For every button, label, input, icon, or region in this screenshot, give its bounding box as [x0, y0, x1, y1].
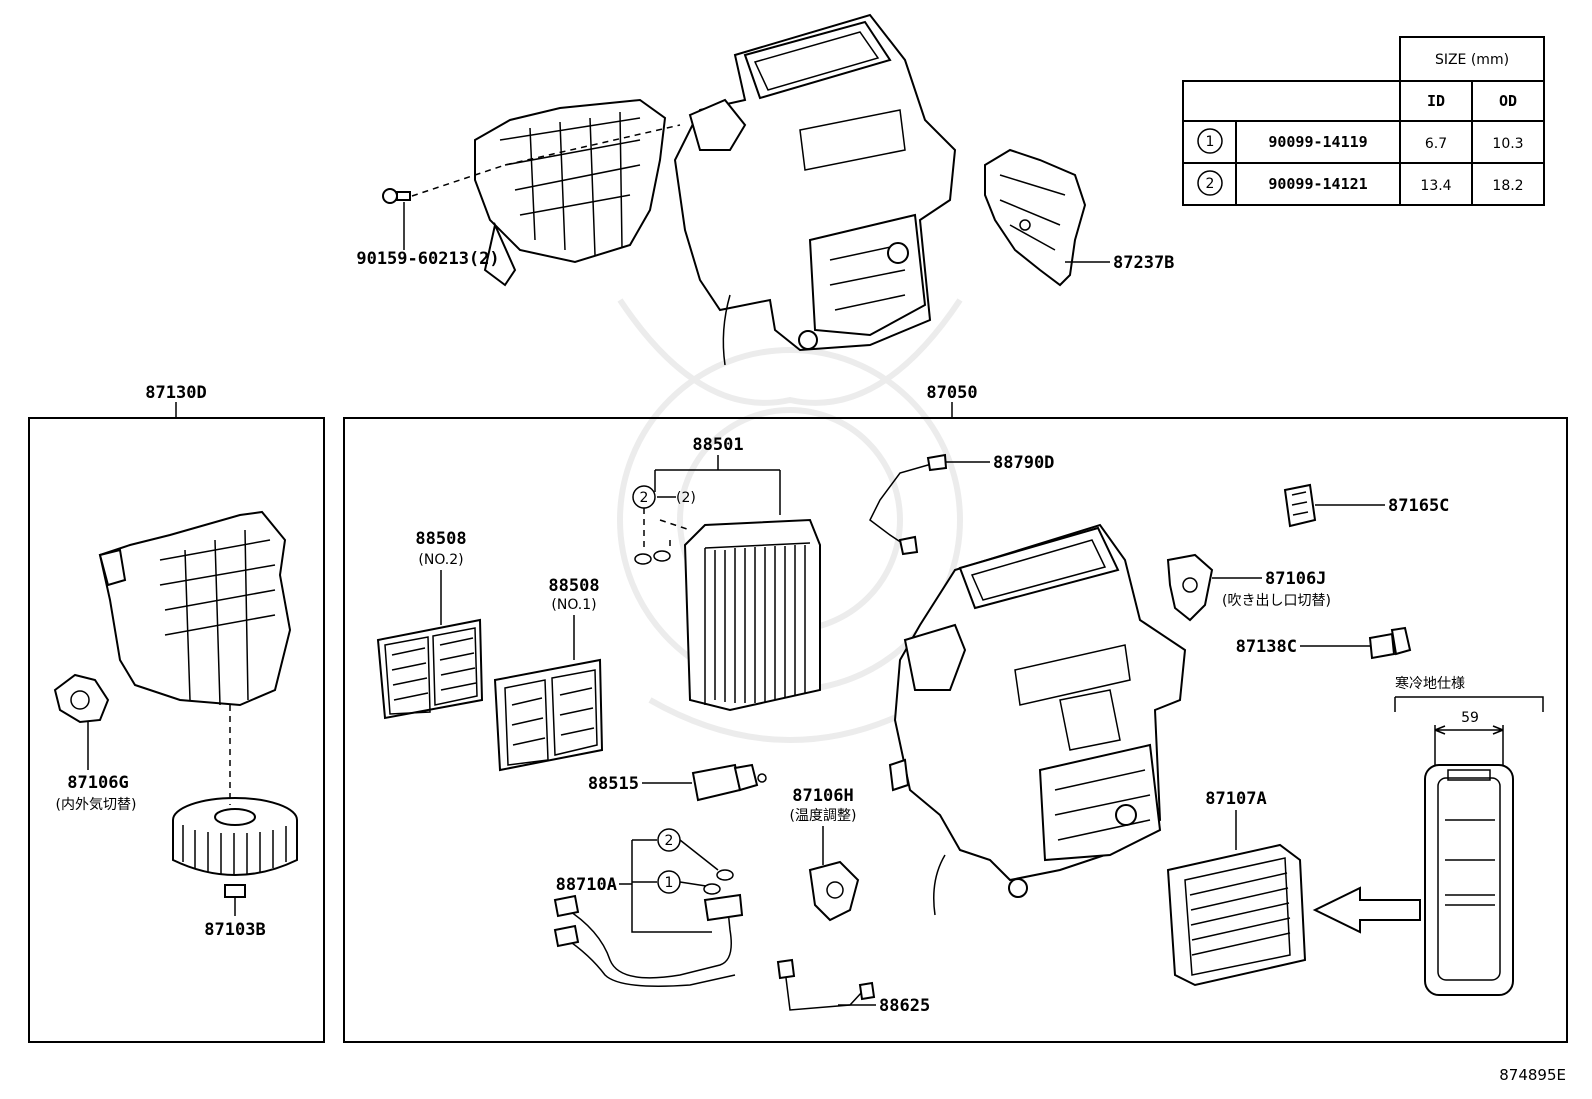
left-blower-case-drawing: [98, 510, 292, 707]
arrow-icon: [1312, 886, 1421, 934]
heater-core-drawing: [1166, 843, 1307, 987]
evaporator-drawing: [683, 518, 821, 712]
evaporator-leader: [654, 455, 781, 515]
sensor-drawing: [1368, 626, 1412, 660]
harness-drawing: [776, 958, 876, 1011]
expansion-valve-drawing: [691, 763, 767, 802]
label-filter-no1: 88508: [548, 576, 599, 596]
label-left-servo: 87106G: [67, 773, 128, 793]
label-screw: 90159-60213(2): [356, 249, 499, 269]
tube-marker-1: 1: [665, 875, 674, 891]
table-cell-od: 18.2: [1492, 178, 1523, 194]
figure-id: 874895E: [1499, 1066, 1566, 1084]
label-filter-no2-note: (NO.2): [418, 552, 463, 568]
label-evaporator: 88501: [692, 435, 743, 455]
size-table: SIZE (mm) ID OD 1 90099-14119 6.7 10.3 2…: [1182, 36, 1545, 206]
table-row-marker: 2: [1206, 176, 1215, 192]
label-resistor: 87165C: [1388, 496, 1449, 516]
tube-leader: [619, 839, 712, 933]
evap-oring-marker: 2: [640, 490, 649, 506]
circled-marker-2: [1197, 170, 1223, 196]
label-temp-servo-note: (温度調整): [790, 808, 857, 824]
table-cell-id: 13.4: [1420, 178, 1451, 194]
tube-drawing: [553, 893, 744, 987]
evap-oring-count: (2): [676, 490, 696, 506]
left-group-box: [28, 417, 325, 1043]
right-group-title: 87050: [926, 383, 977, 403]
o-ring-icon: [653, 550, 671, 562]
right-group-box: [343, 417, 1568, 1043]
resistor-drawing: [1283, 483, 1317, 528]
label-bracket: 87237B: [1113, 253, 1174, 273]
label-heater-core: 87107A: [1205, 789, 1266, 809]
mode-servo-drawing: [1166, 553, 1214, 622]
screw-icon: [382, 188, 411, 204]
cold-spec-core-drawing: [1424, 764, 1514, 996]
o-ring-icon: [716, 869, 734, 881]
table-cell-od: 10.3: [1492, 136, 1523, 152]
o-ring-icon: [634, 553, 652, 565]
size-table-col-id: ID: [1427, 92, 1445, 110]
tube-marker-2: 2: [665, 833, 674, 849]
label-dimension: 59: [1461, 710, 1479, 726]
left-group-title: 87130D: [145, 383, 206, 403]
label-filter-no1-note: (NO.1): [551, 597, 596, 613]
label-tube: 88710A: [556, 875, 617, 895]
size-table-header: SIZE (mm): [1435, 52, 1509, 68]
temp-servo-drawing: [808, 860, 860, 922]
filter-no1-drawing: [493, 658, 604, 772]
left-blower-motor-drawing: [172, 797, 298, 898]
table-cell-part: 90099-14119: [1268, 133, 1367, 151]
hvac-unit-drawing: [888, 523, 1187, 916]
thermistor-drawing: [869, 453, 948, 556]
label-mode-servo: 87106J: [1265, 569, 1326, 589]
top-hvac-case-drawing: [673, 13, 957, 366]
label-sensor: 87138C: [1236, 637, 1297, 657]
label-left-servo-note: (内外気切替): [56, 797, 137, 813]
left-servo-drawing: [53, 673, 110, 724]
evap-oring-guide: [643, 508, 691, 550]
tube-oring-leader: [679, 839, 719, 887]
filter-no2-drawing: [376, 618, 484, 720]
label-temp-servo: 87106H: [792, 786, 853, 806]
label-expansion-valve: 88515: [588, 774, 639, 794]
top-bracket-drawing: [984, 148, 1087, 287]
label-mode-servo-note: (吹き出し口切替): [1222, 593, 1331, 609]
table-row-marker: 1: [1206, 134, 1215, 150]
cold-spec-bracket: [1394, 696, 1544, 712]
table-cell-id: 6.7: [1425, 136, 1447, 152]
dimension-line: [1434, 725, 1504, 765]
o-ring-icon: [703, 883, 721, 895]
label-thermistor: 88790D: [993, 453, 1054, 473]
label-blower-motor: 87103B: [204, 920, 265, 940]
label-filter-no2: 88508: [415, 529, 466, 549]
label-harness: 88625: [879, 996, 930, 1016]
circled-marker-1: [1197, 128, 1223, 154]
top-blower-housing-drawing: [474, 98, 667, 287]
label-cold-spec: 寒冷地仕様: [1395, 675, 1465, 692]
size-table-col-od: OD: [1499, 92, 1517, 110]
table-cell-part: 90099-14121: [1268, 175, 1367, 193]
